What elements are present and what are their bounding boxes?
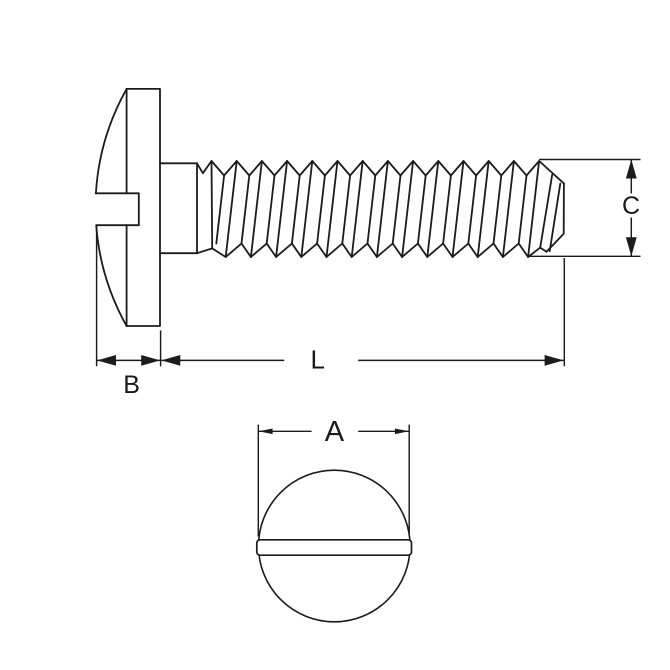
svg-text:L: L xyxy=(310,344,324,374)
svg-text:B: B xyxy=(123,371,140,399)
svg-text:A: A xyxy=(325,416,345,448)
svg-text:C: C xyxy=(622,192,640,220)
